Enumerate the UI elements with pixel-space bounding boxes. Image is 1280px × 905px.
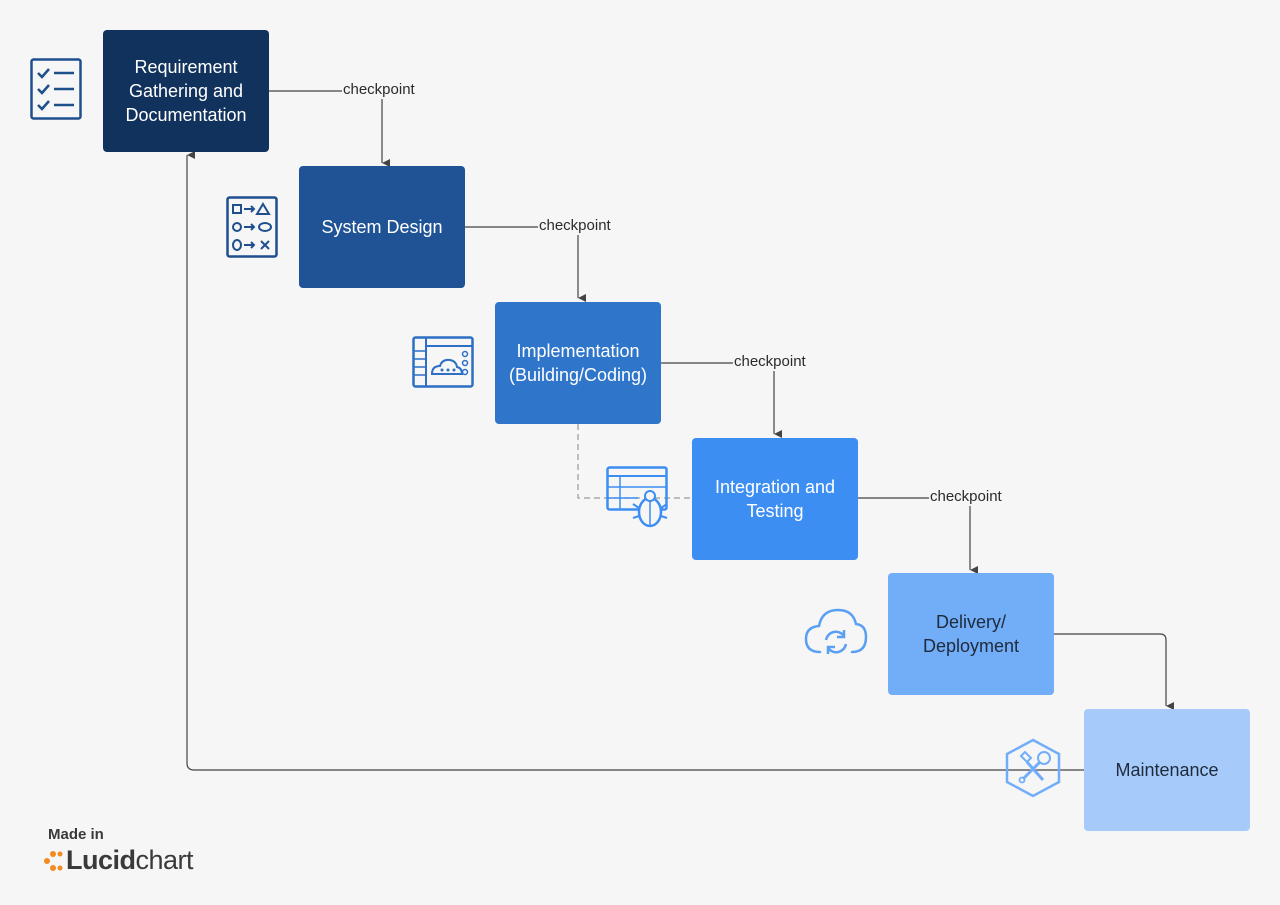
stage-integration-testing[interactable]: Integration and Testing bbox=[692, 438, 858, 560]
bug-testing-icon bbox=[606, 466, 668, 528]
code-dashboard-icon bbox=[412, 336, 474, 388]
stage-implementation[interactable]: Implementation (Building/Coding) bbox=[495, 302, 661, 424]
logo-word-lucid: Lucid bbox=[66, 845, 136, 875]
checklist-icon bbox=[30, 58, 82, 120]
connector-testing-to-deployment bbox=[857, 497, 978, 574]
connector-req-to-design bbox=[269, 90, 390, 167]
stage-maintenance[interactable]: Maintenance bbox=[1084, 709, 1250, 831]
logo-word-chart: chart bbox=[135, 845, 194, 875]
made-in-text: Made in bbox=[48, 826, 104, 843]
connector-deployment-to-maintenance bbox=[1053, 633, 1174, 710]
connector-maintenance-feedback-loop bbox=[186, 151, 1084, 771]
checkpoint-label-1: checkpoint bbox=[342, 81, 416, 99]
lucidchart-logo-icon bbox=[44, 850, 63, 871]
tools-hexagon-icon bbox=[1005, 738, 1061, 798]
flowchart-icon bbox=[226, 196, 278, 258]
cloud-sync-icon bbox=[804, 608, 868, 654]
stage-delivery-deployment[interactable]: Delivery/ Deployment bbox=[888, 573, 1054, 695]
stage-requirements[interactable]: Requirement Gathering and Documentation bbox=[103, 30, 269, 152]
checkpoint-label-2: checkpoint bbox=[538, 217, 612, 235]
connector-implementation-to-testing bbox=[661, 362, 782, 438]
stage-system-design[interactable]: System Design bbox=[299, 166, 465, 288]
connector-design-to-implementation bbox=[465, 226, 586, 302]
checkpoint-label-3: checkpoint bbox=[733, 353, 807, 371]
checkpoint-label-4: checkpoint bbox=[929, 488, 1003, 506]
